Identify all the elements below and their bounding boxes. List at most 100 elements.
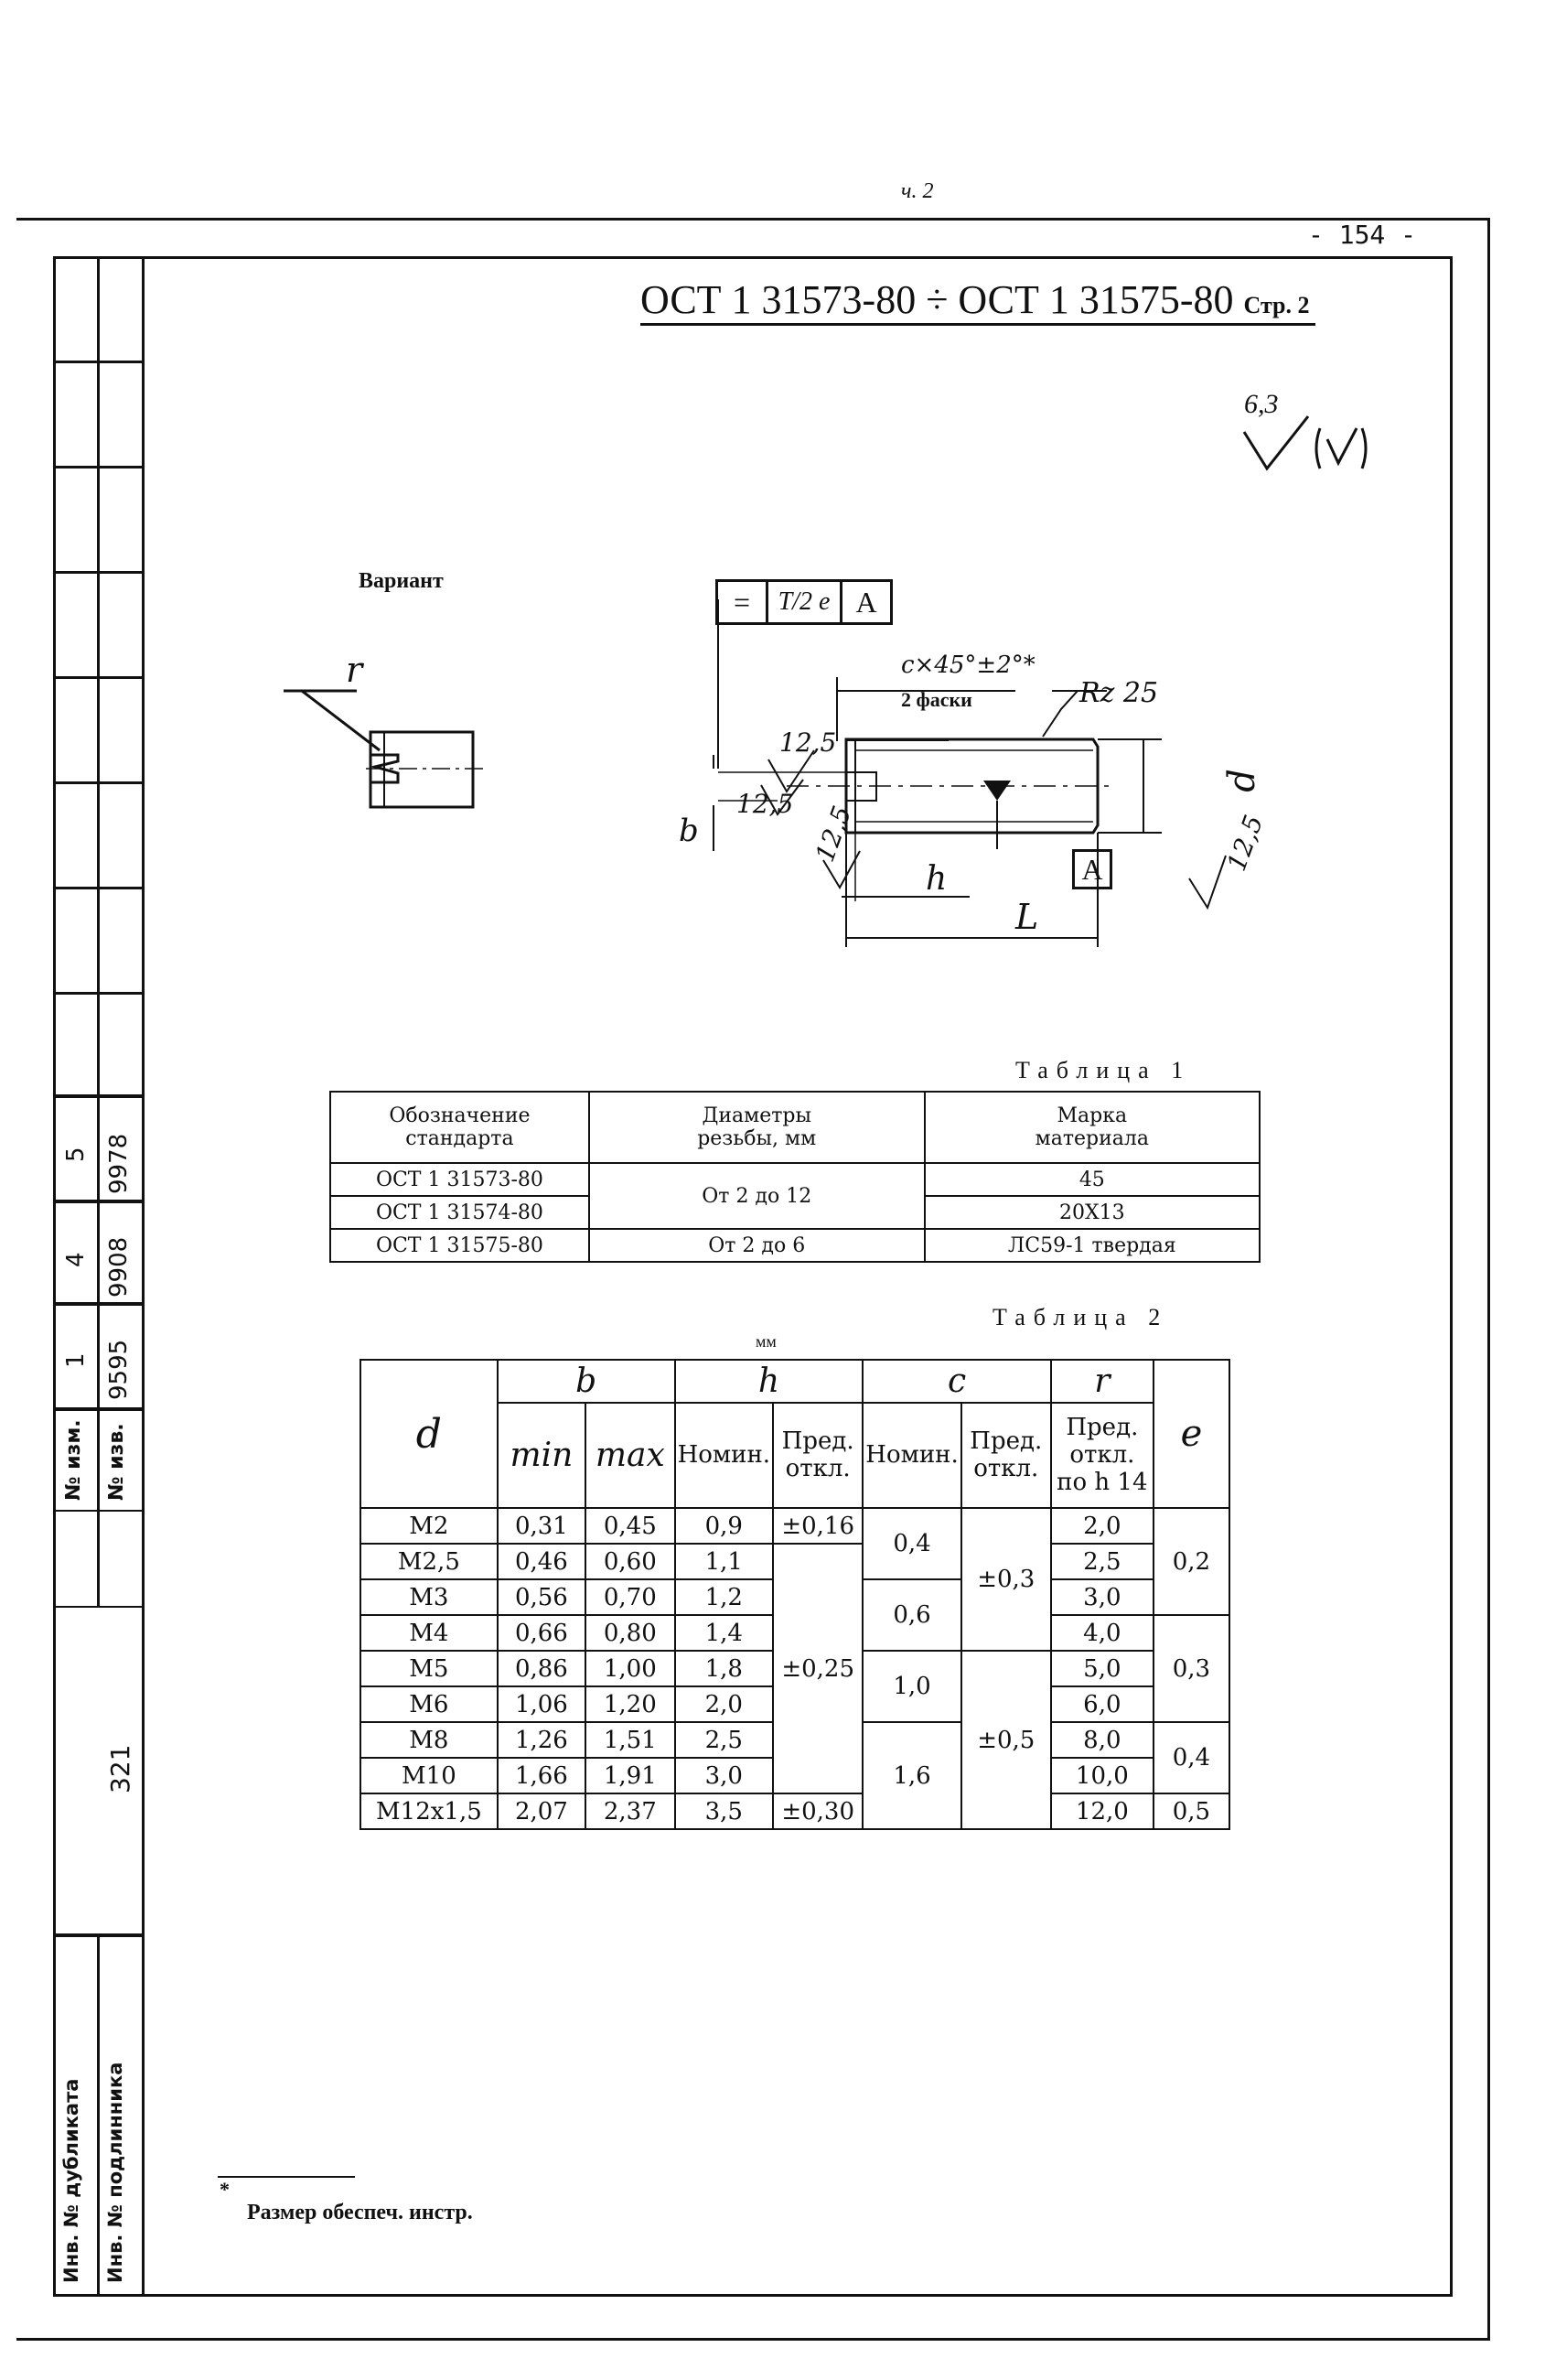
datum-a-box: A — [1072, 849, 1112, 889]
t2-h-rdev: Пред. откл. по h 14 — [1049, 1401, 1154, 1510]
t2-cdev-2: ±0,5 — [960, 1650, 1052, 1830]
t2-h: 2,0 — [673, 1685, 775, 1723]
t2-r: 8,0 — [1049, 1721, 1154, 1759]
table-row: M2,5 0,46 0,60 1,1 ±0,25 2,5 — [359, 1543, 1229, 1794]
t2-h-hnom: Номин. — [673, 1401, 775, 1510]
rev-cell-5 — [53, 1096, 145, 1201]
table-row: M8 1,26 1,51 2,5 1,6 8,0 0,4 — [359, 1721, 1231, 1830]
label-change: № изм. — [62, 1419, 85, 1501]
t2-e-4: 0,5 — [1152, 1793, 1231, 1830]
t2-r: 4,0 — [1049, 1614, 1154, 1652]
header-title-text: ОСТ 1 31573-80 ÷ ОСТ 1 31575-80 — [640, 277, 1234, 322]
rough-b: 12,5 — [736, 789, 794, 819]
tol-symmetry: = — [718, 582, 768, 622]
t2-bmax: 0,45 — [585, 1507, 676, 1545]
t2-cnom-2: 0,6 — [862, 1578, 962, 1652]
t1-mat-3: ЛС59-1 твердая — [923, 1228, 1261, 1263]
dup-divider — [97, 1935, 100, 2297]
rev-cell-4 — [53, 1201, 145, 1304]
rev-num-5: 5 — [62, 1147, 90, 1162]
rev-num-4: 4 — [62, 1252, 90, 1267]
t2-hdev-1: ±0,16 — [772, 1507, 864, 1545]
table-row: M2 0,31 0,45 0,9 ±0,16 0,4 ±0,3 2,0 0,2 — [359, 1507, 1231, 1652]
chamfer-note: 2 фаски — [901, 688, 972, 711]
main-frame — [53, 256, 1453, 2297]
table1: Обозначение стандарта Диаметры резьбы, м… — [329, 1091, 1261, 1263]
l-label: L — [1015, 897, 1039, 937]
t2-h-d: d — [359, 1359, 499, 1509]
table-row: M3 0,56 0,70 1,2 0,6 3,0 — [359, 1578, 1229, 1652]
t2-d: M10 — [359, 1757, 499, 1794]
inv-cell — [53, 1606, 145, 1935]
t2-r: 2,0 — [1049, 1507, 1154, 1545]
t2-h: 0,9 — [673, 1507, 775, 1545]
rev-doc-5: 9978 — [105, 1133, 133, 1194]
t2-d: M4 — [359, 1614, 499, 1652]
t2-bmin: 0,56 — [496, 1578, 587, 1616]
t2-h-bmin: min — [496, 1401, 587, 1510]
t2-d: M5 — [359, 1650, 499, 1687]
h-label: h — [926, 860, 948, 898]
t2-d: M12x1,5 — [359, 1793, 499, 1830]
label-orig: Инв. № подлинника — [104, 2062, 126, 2283]
t2-d: M8 — [359, 1721, 499, 1759]
inv-value: 321 — [105, 1744, 135, 1793]
t2-h: 1,1 — [673, 1543, 775, 1580]
t2-r: 5,0 — [1049, 1650, 1154, 1687]
t2-r: 6,0 — [1049, 1685, 1154, 1723]
t2-h-h: h — [673, 1359, 864, 1404]
t2-bmax: 2,37 — [585, 1793, 676, 1830]
roughness-top: 6,3 — [1244, 389, 1279, 419]
table-row: M12x1,5 2,07 2,37 3,5 ±0,30 12,0 0,5 — [359, 1793, 1231, 1830]
t2-h-r: r — [1049, 1359, 1154, 1404]
footnote-mark: * — [220, 2178, 230, 2201]
rz-label: Rz 25 — [1079, 677, 1159, 709]
tolerance-frame: = T/2 e A — [715, 579, 893, 625]
footnote-text: Размер обеспеч. инстр. — [247, 2201, 473, 2224]
t1-std-2: ОСТ 1 31574-80 — [329, 1195, 590, 1230]
t2-bmin: 1,66 — [496, 1757, 587, 1794]
t2-bmin: 0,66 — [496, 1614, 587, 1652]
datum-a: A — [1081, 853, 1103, 886]
table-row: M5 0,86 1,00 1,8 1,0 ±0,5 5,0 — [359, 1650, 1229, 1830]
t2-r: 10,0 — [1049, 1757, 1154, 1794]
b-label: b — [679, 813, 699, 849]
t2-cdev-1: ±0,3 — [960, 1507, 1052, 1652]
t2-h-b: b — [496, 1359, 676, 1404]
t2-cnom-1: 0,4 — [862, 1507, 962, 1580]
t2-h: 1,2 — [673, 1578, 775, 1616]
part-drawing — [713, 599, 1227, 947]
top-mark: ч. 2 — [901, 179, 934, 203]
roughness-check-icon — [1242, 415, 1368, 471]
t2-bmax: 1,51 — [585, 1721, 676, 1759]
table1-caption: Таблица 1 — [1015, 1057, 1192, 1083]
t2-h: 1,8 — [673, 1650, 775, 1687]
t2-d: M2 — [359, 1507, 499, 1545]
table-row: M6 1,06 1,20 2,0 6,0 — [359, 1685, 1229, 1723]
t1-mat-1: 45 — [923, 1162, 1261, 1197]
rev-doc-4: 9908 — [105, 1236, 133, 1298]
t2-r: 3,0 — [1049, 1578, 1154, 1616]
t1-header-std: Обозначение стандарта — [329, 1091, 590, 1164]
table2-caption: Таблица 2 — [993, 1304, 1169, 1330]
rev-label-cell — [53, 1409, 145, 1512]
t2-bmin: 2,07 — [496, 1793, 587, 1830]
t1-header-mat: Марка материала — [923, 1091, 1261, 1164]
header-page: Стр. 2 — [1243, 292, 1310, 318]
t2-d: M3 — [359, 1578, 499, 1616]
table-row: M4 0,66 0,80 1,4 4,0 0,3 — [359, 1614, 1231, 1723]
rough-a: 12,5 — [779, 727, 837, 758]
label-dup: Инв. № дубликата — [60, 2078, 82, 2283]
r-label: r — [346, 650, 363, 690]
rev-doc-1: 9595 — [105, 1339, 133, 1400]
t2-bmin: 0,31 — [496, 1507, 587, 1545]
table-row: M10 1,66 1,91 3,0 10,0 — [359, 1757, 1229, 1794]
t1-mat-2: 20Х13 — [923, 1195, 1261, 1230]
t2-bmax: 0,70 — [585, 1578, 676, 1616]
label-notice: № изв. — [105, 1423, 128, 1501]
t2-h-e: e — [1152, 1359, 1231, 1509]
t2-hdev-3: ±0,30 — [772, 1793, 864, 1830]
t2-h-bmax: max — [585, 1401, 676, 1510]
t2-h-c: c — [862, 1359, 1052, 1404]
t1-std-1: ОСТ 1 31573-80 — [329, 1162, 590, 1197]
